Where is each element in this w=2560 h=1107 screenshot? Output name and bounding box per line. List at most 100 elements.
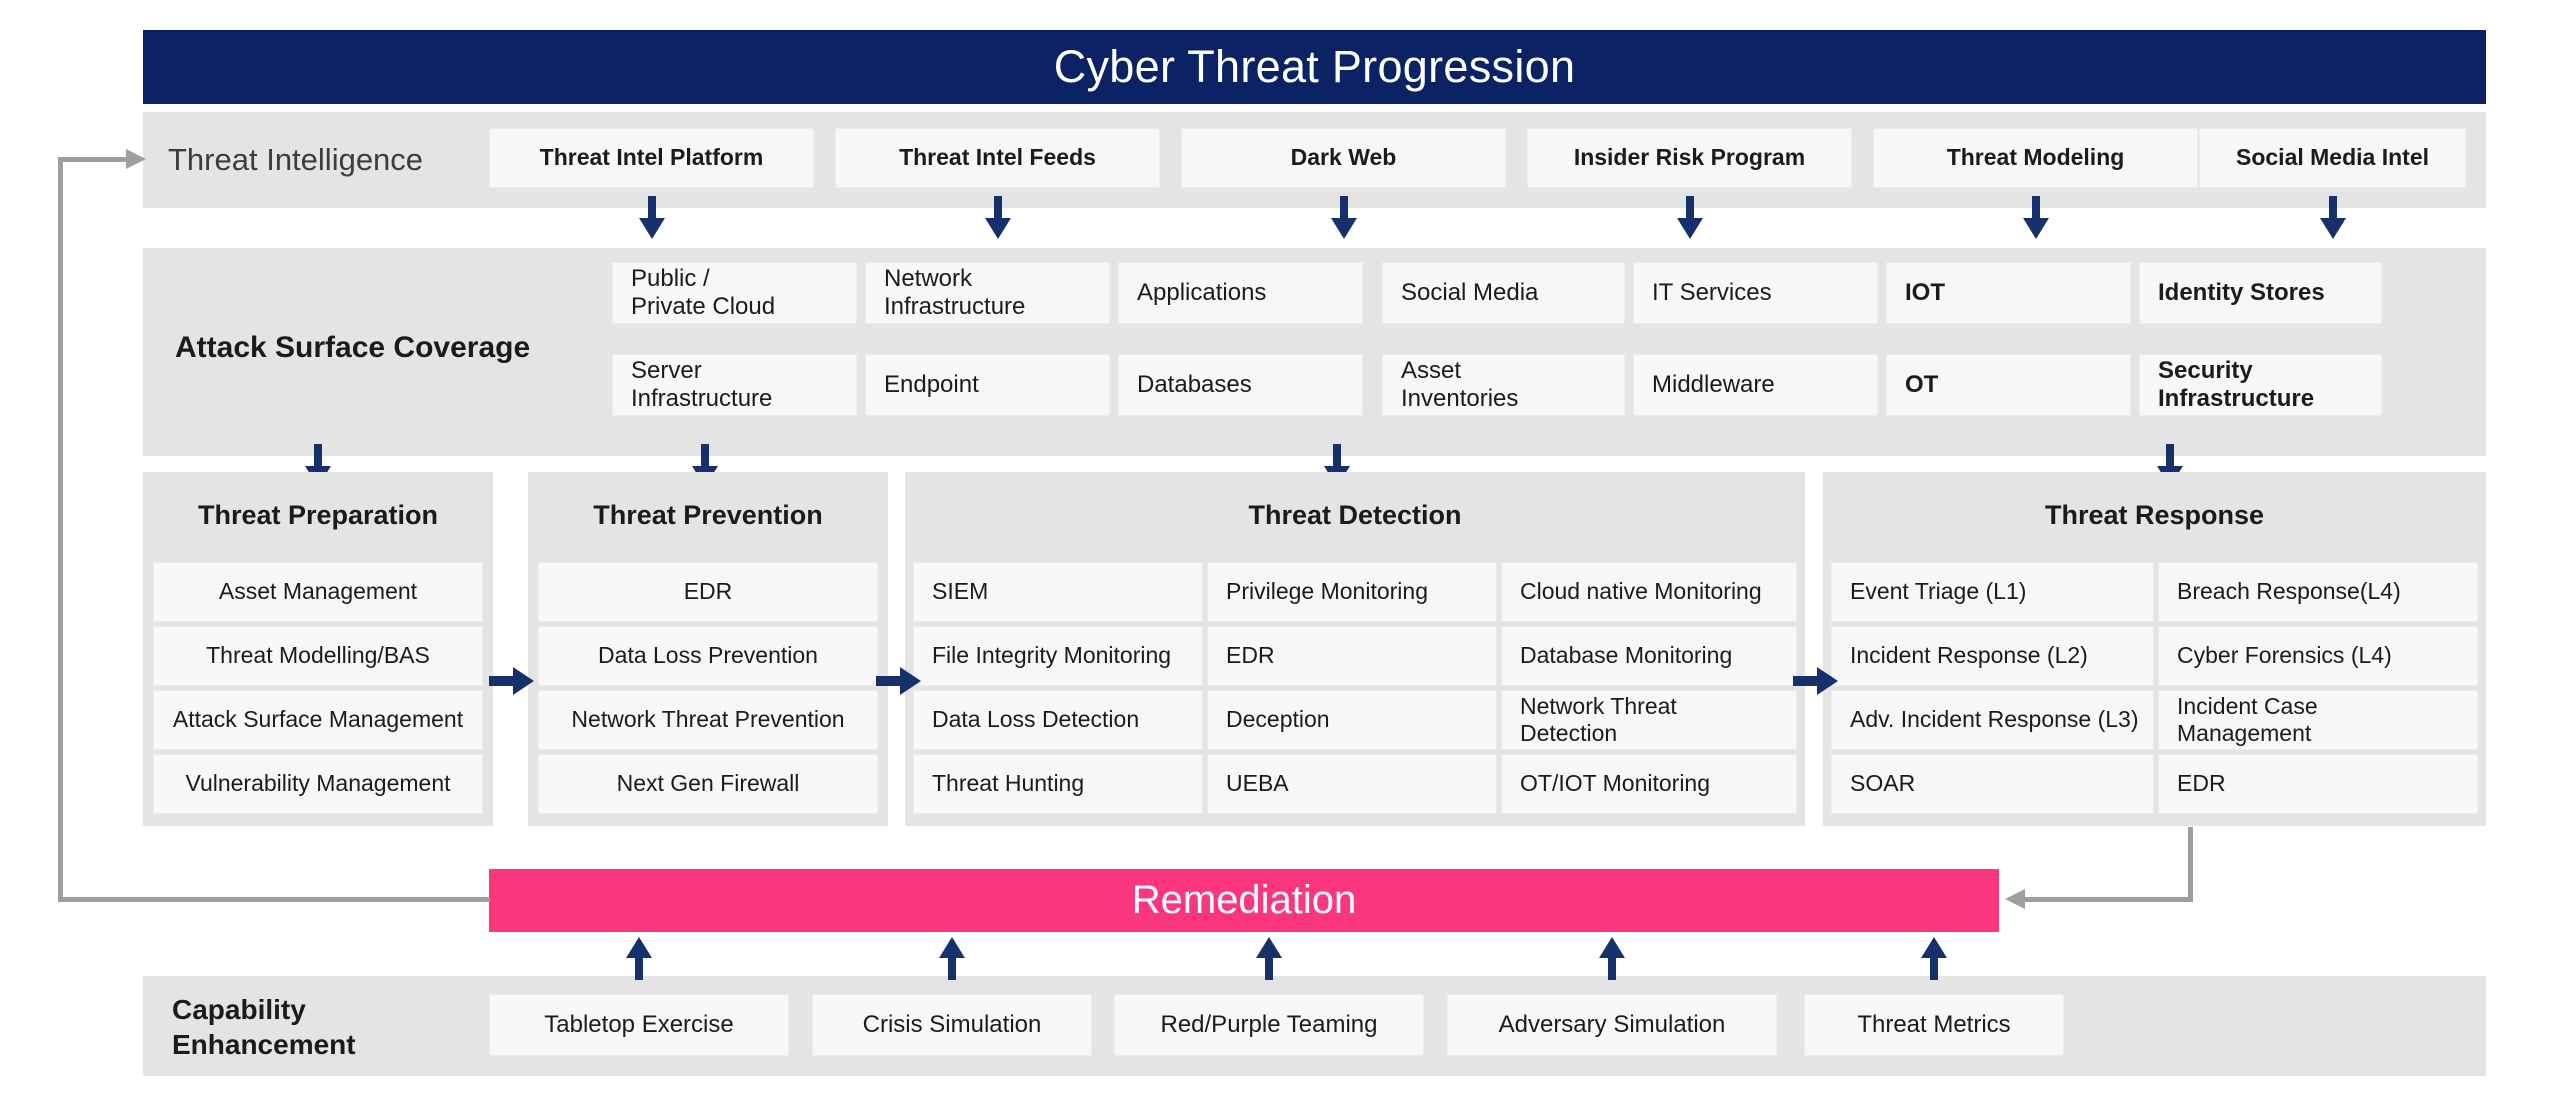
capability-item-threat-metrics[interactable]: Threat Metrics <box>1804 994 2064 1056</box>
attack-surface-item-server-infrastructure-label: Server Infrastructure <box>631 356 773 412</box>
feedback-line-right-vertical <box>2188 827 2193 900</box>
capability-item-threat-metrics-label: Threat Metrics <box>1857 1010 2011 1038</box>
attack-surface-item-public-private-cloud[interactable]: Public / Private Cloud <box>612 262 857 324</box>
stage-item-threat-response-incident-case-management-label: Incident Case Management <box>2177 692 2318 746</box>
stage-item-threat-detection-ueba-label: UEBA <box>1226 770 1289 797</box>
stage-item-threat-response-adv-incident-response-l3[interactable]: Adv. Incident Response (L3) <box>1831 690 2154 750</box>
stage-item-threat-detection-edr[interactable]: EDR <box>1207 626 1497 686</box>
capability-item-crisis-simulation-label: Crisis Simulation <box>862 1010 1042 1038</box>
stage-title-threat-response: Threat Response <box>2044 500 2265 530</box>
stage-item-threat-response-edr[interactable]: EDR <box>2158 754 2478 814</box>
capability-item-tabletop-exercise[interactable]: Tabletop Exercise <box>489 994 789 1056</box>
stage-item-threat-detection-edr-label: EDR <box>1226 642 1275 669</box>
arrow-down-icon-threat-intel-5 <box>2021 196 2051 240</box>
stage-item-threat-detection-ot-iot-monitoring-label: OT/IOT Monitoring <box>1520 770 1711 797</box>
threat-intel-item-threat-intel-platform[interactable]: Threat Intel Platform <box>489 128 814 188</box>
attack-surface-item-identity-stores-label: Identity Stores <box>2158 278 2325 306</box>
stage-item-threat-preparation-threat-modelling-bas-label: Threat Modelling/BAS <box>206 642 430 669</box>
stage-item-threat-detection-ot-iot-monitoring[interactable]: OT/IOT Monitoring <box>1501 754 1797 814</box>
stage-item-threat-detection-cloud-native-monitoring[interactable]: Cloud native Monitoring <box>1501 562 1797 622</box>
stage-item-threat-response-event-triage-l1-label: Event Triage (L1) <box>1850 578 2027 605</box>
stage-item-threat-detection-privilege-monitoring[interactable]: Privilege Monitoring <box>1207 562 1497 622</box>
attack-surface-item-social-media[interactable]: Social Media <box>1382 262 1625 324</box>
threat-intel-item-insider-risk-program-label: Insider Risk Program <box>1573 144 1806 171</box>
arrow-up-icon-capability-3 <box>1254 936 1284 980</box>
stage-item-threat-response-incident-case-management[interactable]: Incident Case Management <box>2158 690 2478 750</box>
arrow-down-icon-threat-intel-6 <box>2318 196 2348 240</box>
remediation-label: Remediation <box>1131 878 1357 922</box>
attack-surface-item-social-media-label: Social Media <box>1401 278 1539 306</box>
stage-item-threat-detection-threat-hunting[interactable]: Threat Hunting <box>913 754 1203 814</box>
arrow-right-icon-prevention-to-detection <box>876 665 922 697</box>
threat-intel-item-dark-web-label: Dark Web <box>1290 144 1397 171</box>
stage-item-threat-prevention-edr-label: EDR <box>683 578 733 605</box>
stage-item-threat-prevention-data-loss-prevention[interactable]: Data Loss Prevention <box>538 626 878 686</box>
stage-item-threat-detection-siem[interactable]: SIEM <box>913 562 1203 622</box>
threat-intel-item-insider-risk-program[interactable]: Insider Risk Program <box>1527 128 1852 188</box>
arrow-down-icon-threat-intel-4 <box>1675 196 1705 240</box>
attack-surface-item-asset-inventories-label: Asset Inventories <box>1401 356 1519 412</box>
stage-item-threat-prevention-edr[interactable]: EDR <box>538 562 878 622</box>
feedback-arrow-icon-right <box>1999 887 2027 918</box>
stage-item-threat-prevention-next-gen-firewall-label: Next Gen Firewall <box>616 770 800 797</box>
stage-item-threat-response-incident-response-l2[interactable]: Incident Response (L2) <box>1831 626 2154 686</box>
stage-item-threat-prevention-data-loss-prevention-label: Data Loss Prevention <box>598 642 818 669</box>
capability-enhancement-label: Capability Enhancement <box>172 994 356 1060</box>
arrow-down-icon-threat-intel-3 <box>1329 196 1359 240</box>
stage-item-threat-detection-file-integrity-monitoring[interactable]: File Integrity Monitoring <box>913 626 1203 686</box>
stage-item-threat-response-adv-incident-response-l3-label: Adv. Incident Response (L3) <box>1850 706 2139 733</box>
attack-surface-item-identity-stores[interactable]: Identity Stores <box>2139 262 2382 324</box>
diagram-title-bar: Cyber Threat Progression <box>143 30 2486 104</box>
arrow-up-icon-capability-5 <box>1919 936 1949 980</box>
attack-surface-item-asset-inventories[interactable]: Asset Inventories <box>1382 354 1625 416</box>
stage-item-threat-detection-deception[interactable]: Deception <box>1207 690 1497 750</box>
stage-item-threat-preparation-vulnerability-management[interactable]: Vulnerability Management <box>153 754 483 814</box>
arrow-right-icon-preparation-to-prevention <box>489 665 535 697</box>
stage-item-threat-response-soar[interactable]: SOAR <box>1831 754 2154 814</box>
attack-surface-label: Attack Surface Coverage <box>175 331 531 364</box>
stage-item-threat-prevention-network-threat-prevention[interactable]: Network Threat Prevention <box>538 690 878 750</box>
threat-intel-item-threat-modeling[interactable]: Threat Modeling <box>1873 128 2198 188</box>
stage-item-threat-detection-database-monitoring[interactable]: Database Monitoring <box>1501 626 1797 686</box>
threat-intel-item-social-media-intel[interactable]: Social Media Intel <box>2199 128 2466 188</box>
attack-surface-item-databases[interactable]: Databases <box>1118 354 1363 416</box>
threat-intel-item-threat-intel-platform-label: Threat Intel Platform <box>539 144 764 171</box>
arrow-right-icon-detection-to-response <box>1793 665 1839 697</box>
attack-surface-item-applications[interactable]: Applications <box>1118 262 1363 324</box>
attack-surface-item-server-infrastructure[interactable]: Server Infrastructure <box>612 354 857 416</box>
attack-surface-item-ot[interactable]: OT <box>1886 354 2131 416</box>
stage-item-threat-detection-network-threat-detection-label: Network Threat Detection <box>1520 692 1677 746</box>
stage-item-threat-prevention-next-gen-firewall[interactable]: Next Gen Firewall <box>538 754 878 814</box>
stage-item-threat-detection-data-loss-detection[interactable]: Data Loss Detection <box>913 690 1203 750</box>
attack-surface-item-security-infrastructure[interactable]: Security Infrastructure <box>2139 354 2382 416</box>
threat-intel-item-dark-web[interactable]: Dark Web <box>1181 128 1506 188</box>
stage-item-threat-preparation-threat-modelling-bas[interactable]: Threat Modelling/BAS <box>153 626 483 686</box>
stage-item-threat-response-event-triage-l1[interactable]: Event Triage (L1) <box>1831 562 2154 622</box>
stage-item-threat-preparation-asset-management[interactable]: Asset Management <box>153 562 483 622</box>
capability-item-adversary-simulation-label: Adversary Simulation <box>1498 1010 1726 1038</box>
stage-item-threat-response-cyber-forensics-l4[interactable]: Cyber Forensics (L4) <box>2158 626 2478 686</box>
stage-item-threat-preparation-attack-surface-management[interactable]: Attack Surface Management <box>153 690 483 750</box>
capability-item-crisis-simulation[interactable]: Crisis Simulation <box>812 994 1092 1056</box>
stage-item-threat-response-edr-label: EDR <box>2177 770 2226 797</box>
stage-item-threat-detection-data-loss-detection-label: Data Loss Detection <box>932 706 1140 733</box>
stage-item-threat-detection-network-threat-detection[interactable]: Network Threat Detection <box>1501 690 1797 750</box>
stage-item-threat-detection-ueba[interactable]: UEBA <box>1207 754 1497 814</box>
capability-item-red-purple-teaming[interactable]: Red/Purple Teaming <box>1114 994 1424 1056</box>
attack-surface-item-middleware-label: Middleware <box>1652 370 1775 398</box>
attack-surface-item-endpoint[interactable]: Endpoint <box>865 354 1110 416</box>
stage-item-threat-response-breach-response-l4[interactable]: Breach Response(L4) <box>2158 562 2478 622</box>
attack-surface-item-it-services[interactable]: IT Services <box>1633 262 1878 324</box>
stage-item-threat-detection-file-integrity-monitoring-label: File Integrity Monitoring <box>932 642 1172 669</box>
capability-item-adversary-simulation[interactable]: Adversary Simulation <box>1447 994 1777 1056</box>
stage-item-threat-detection-threat-hunting-label: Threat Hunting <box>932 770 1085 797</box>
attack-surface-item-iot[interactable]: IOT <box>1886 262 2131 324</box>
attack-surface-item-middleware[interactable]: Middleware <box>1633 354 1878 416</box>
attack-surface-item-network-infrastructure[interactable]: Network Infrastructure <box>865 262 1110 324</box>
stage-title-threat-prevention: Threat Prevention <box>593 500 823 530</box>
stage-item-threat-detection-database-monitoring-label: Database Monitoring <box>1520 642 1733 669</box>
feedback-arrow-icon-left <box>126 147 152 178</box>
threat-intel-item-threat-intel-feeds[interactable]: Threat Intel Feeds <box>835 128 1160 188</box>
feedback-line-right-horizontal <box>2024 897 2193 902</box>
